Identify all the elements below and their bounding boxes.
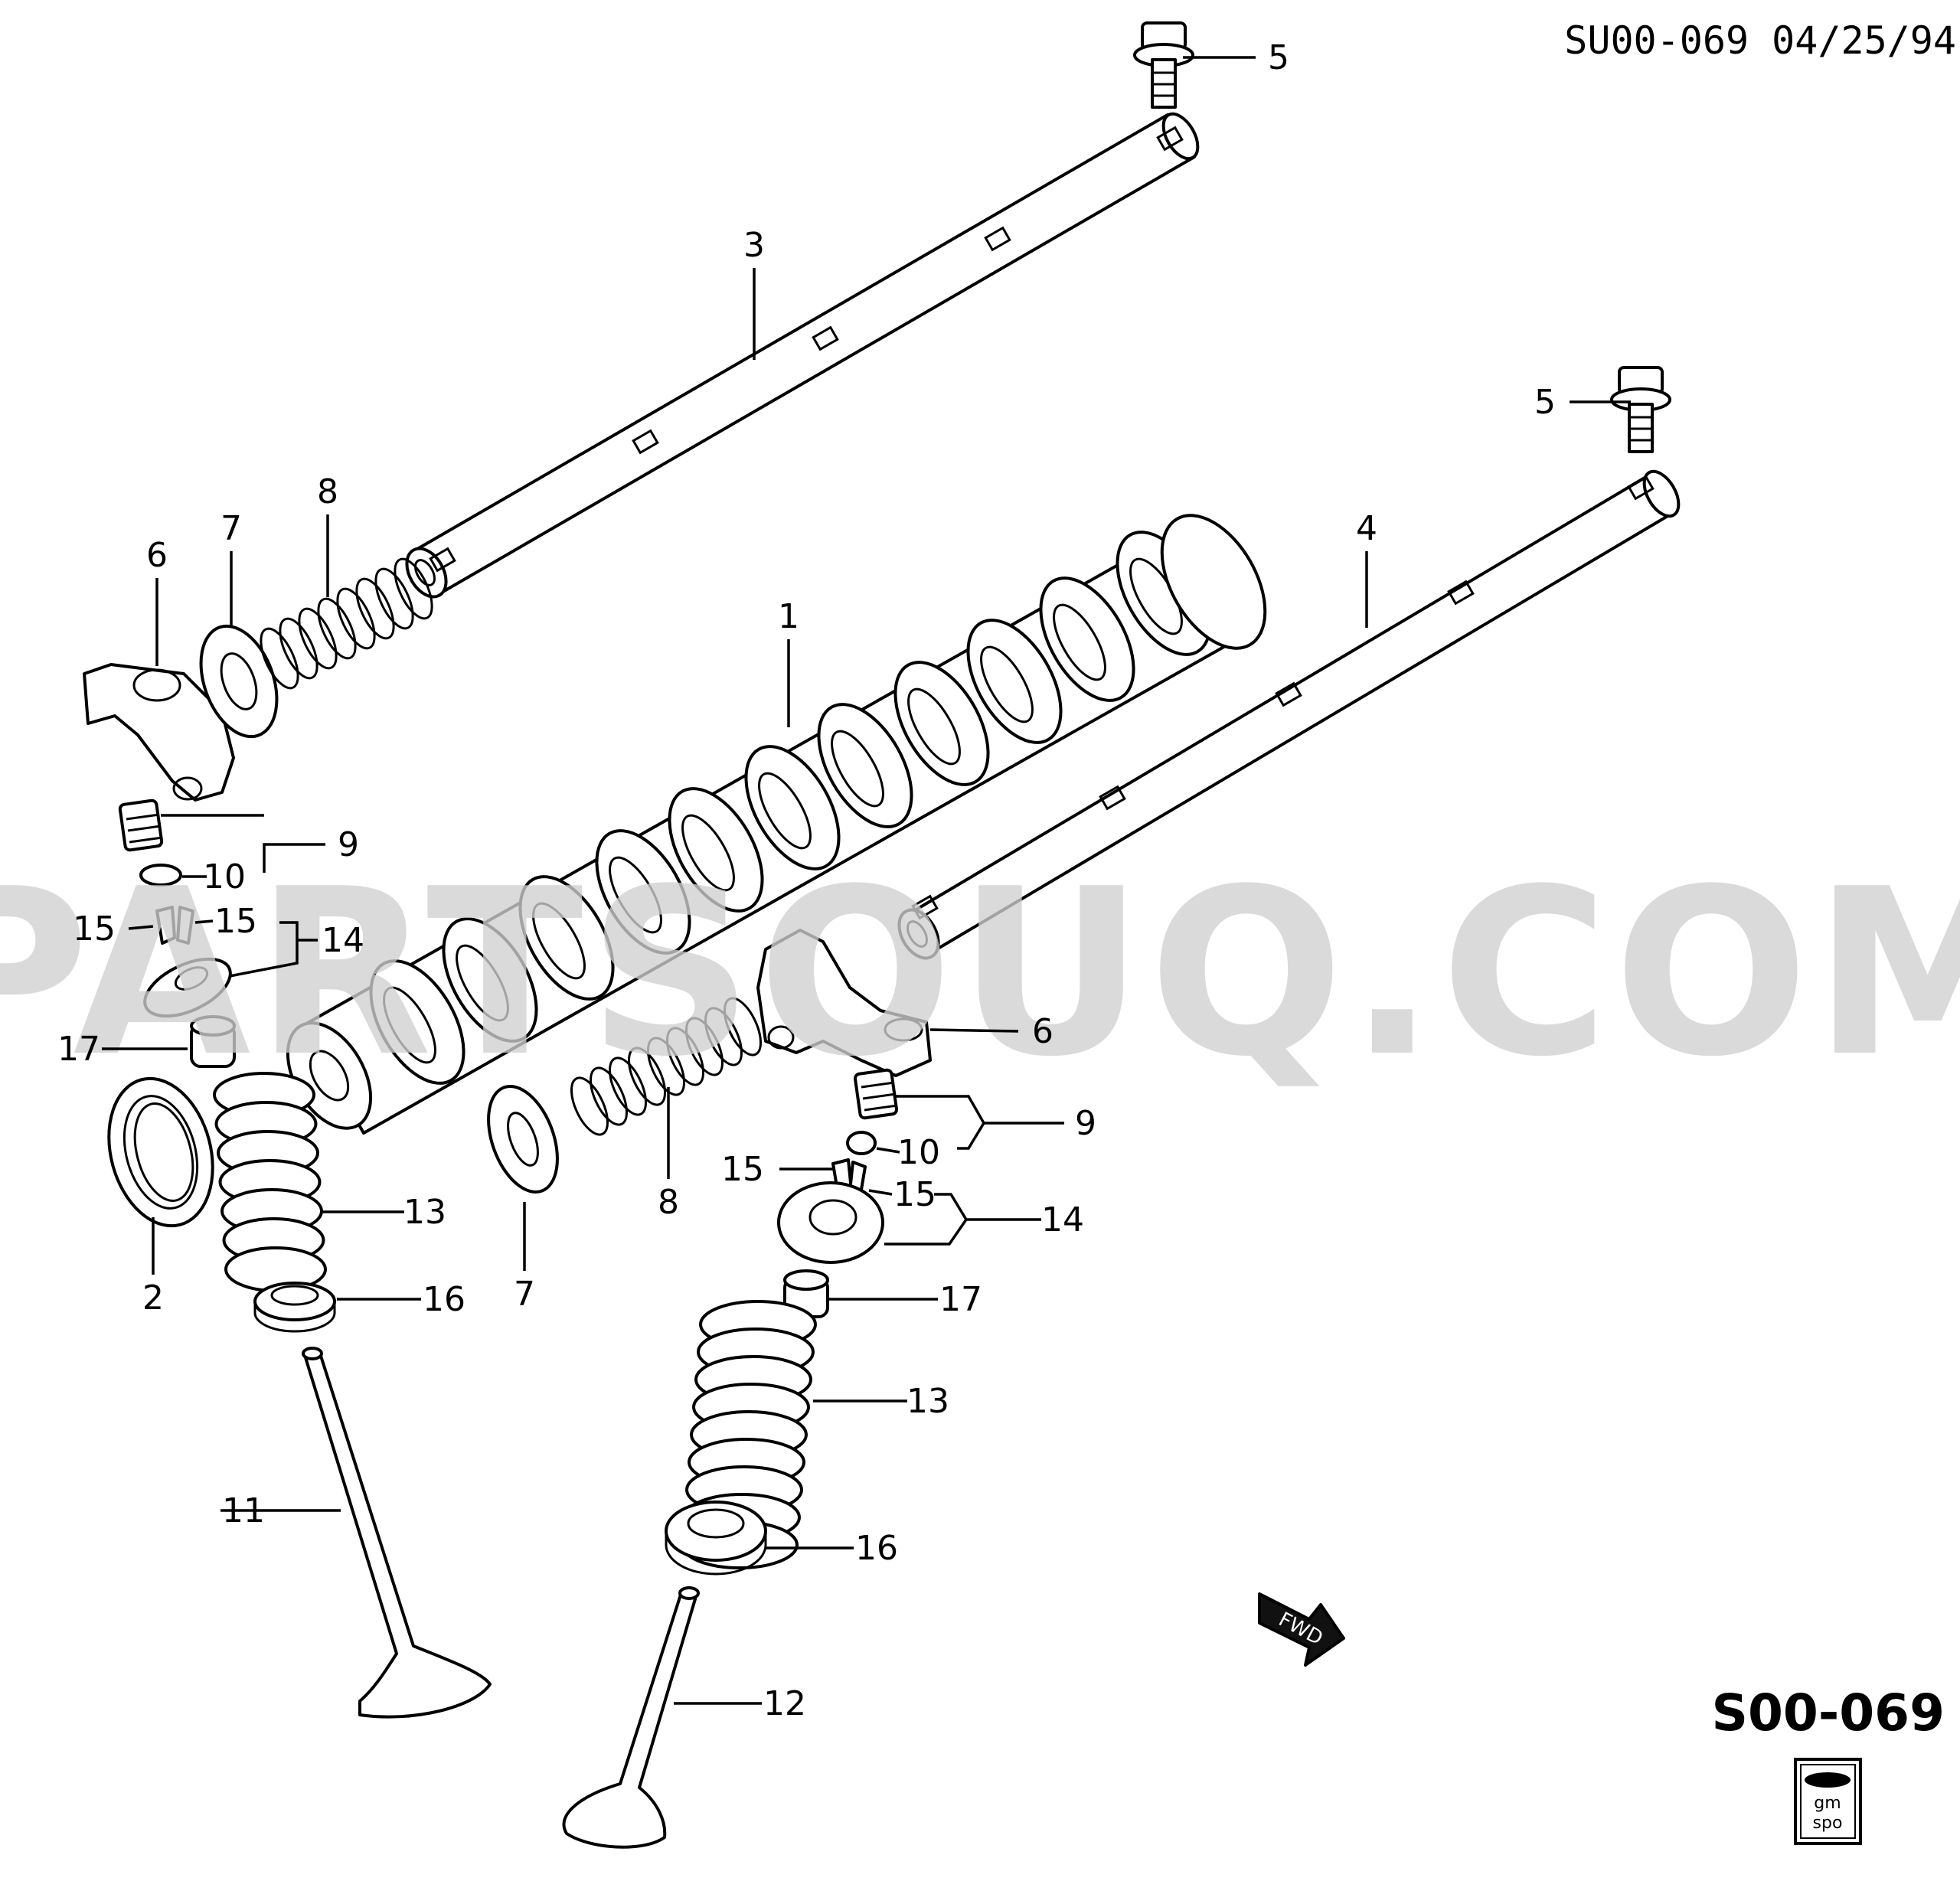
adjusting-screw-upper[interactable] xyxy=(118,798,164,852)
valve-cotters-upper[interactable] xyxy=(155,906,194,945)
callout-c17b[interactable]: 17 xyxy=(939,1280,982,1319)
rocker-shaft-upper[interactable] xyxy=(399,108,1205,603)
valve-spring-upper[interactable] xyxy=(213,1072,327,1292)
callout-c8a[interactable]: 8 xyxy=(317,472,338,511)
lock-nut-upper[interactable] xyxy=(139,864,182,887)
adjusting-screw-lower[interactable] xyxy=(853,1068,899,1120)
spring-retainer-upper[interactable] xyxy=(136,947,239,1027)
logo-line2: spo xyxy=(1813,1814,1843,1833)
washer-lower[interactable] xyxy=(475,1077,570,1202)
rocker-shaft-lower[interactable] xyxy=(891,465,1686,965)
rocker-arm-lower[interactable] xyxy=(756,929,932,1077)
callout-c14b[interactable]: 14 xyxy=(1041,1200,1084,1239)
callout-c1[interactable]: 1 xyxy=(778,597,799,636)
header-code-date: SU00-069 04/25/94 xyxy=(1564,18,1956,63)
intake-valve[interactable] xyxy=(302,1347,492,1719)
leader-line-12 xyxy=(128,925,154,930)
leader-line-13 xyxy=(194,919,214,924)
leader-line-14 xyxy=(229,921,318,978)
callout-c11[interactable]: 11 xyxy=(222,1491,265,1530)
callout-c7b[interactable]: 7 xyxy=(514,1275,535,1314)
leader-line-10 xyxy=(161,814,325,873)
callout-c17a[interactable]: 17 xyxy=(57,1030,100,1069)
leader-line-19 xyxy=(929,1028,1019,1033)
callout-c4[interactable]: 4 xyxy=(1356,509,1377,548)
callout-c16b[interactable]: 16 xyxy=(855,1529,898,1568)
callout-c5a[interactable]: 5 xyxy=(1268,38,1289,77)
leader-line-20 xyxy=(894,1095,1064,1150)
callout-c10a[interactable]: 10 xyxy=(203,857,246,896)
callout-c2[interactable]: 2 xyxy=(142,1278,164,1318)
spring-seat-lower[interactable] xyxy=(665,1501,767,1576)
exhaust-valve[interactable] xyxy=(562,1586,700,1849)
callout-c3[interactable]: 3 xyxy=(743,226,765,265)
callout-c5b[interactable]: 5 xyxy=(1534,383,1556,422)
bolt-lower[interactable] xyxy=(1610,366,1671,453)
callout-c14a[interactable]: 14 xyxy=(322,921,364,960)
rocker-spring-lower[interactable] xyxy=(564,993,768,1140)
forward-arrow-icon: FWD xyxy=(1258,1592,1345,1667)
callout-c15b[interactable]: 15 xyxy=(214,902,257,941)
leader-line-21 xyxy=(876,1147,900,1154)
callout-c7a[interactable]: 7 xyxy=(220,509,242,548)
callout-c8b[interactable]: 8 xyxy=(658,1183,679,1222)
callout-c15a[interactable]: 15 xyxy=(73,909,116,949)
stem-seal-upper[interactable] xyxy=(190,1015,236,1068)
callout-c16a[interactable]: 16 xyxy=(423,1280,466,1319)
callout-c6a[interactable]: 6 xyxy=(146,536,168,575)
spring-seat-upper[interactable] xyxy=(253,1282,336,1333)
callout-c15d[interactable]: 15 xyxy=(893,1175,936,1214)
callout-c9b[interactable]: 9 xyxy=(1075,1104,1096,1143)
leader-line-23 xyxy=(868,1189,893,1196)
spring-retainer-lower[interactable] xyxy=(777,1181,884,1264)
callout-c10b[interactable]: 10 xyxy=(897,1133,940,1172)
rocker-arm-upper[interactable] xyxy=(83,663,235,802)
gmspo-logo: gm spo xyxy=(1794,1758,1862,1845)
washer-upper[interactable] xyxy=(187,616,291,747)
logo-line1: gm xyxy=(1814,1794,1841,1813)
callout-c12[interactable]: 12 xyxy=(763,1684,806,1723)
callout-c9a[interactable]: 9 xyxy=(338,825,359,864)
callout-c13b[interactable]: 13 xyxy=(906,1382,949,1421)
catalog-code: S00-069 xyxy=(1711,1683,1945,1742)
leader-line-24 xyxy=(884,1193,1041,1246)
watermark: PARTSOUQ.COM xyxy=(0,840,1960,1107)
leader-lines xyxy=(102,56,1631,1705)
camshaft[interactable] xyxy=(271,498,1287,1142)
rocker-spring-upper[interactable] xyxy=(253,554,439,693)
valve-guide[interactable] xyxy=(93,1067,228,1238)
lock-nut-lower[interactable] xyxy=(846,1131,877,1155)
callout-c15c[interactable]: 15 xyxy=(721,1150,764,1189)
callout-c13a[interactable]: 13 xyxy=(403,1193,446,1232)
bolt-upper[interactable] xyxy=(1133,21,1194,109)
callout-c6b[interactable]: 6 xyxy=(1032,1012,1054,1051)
